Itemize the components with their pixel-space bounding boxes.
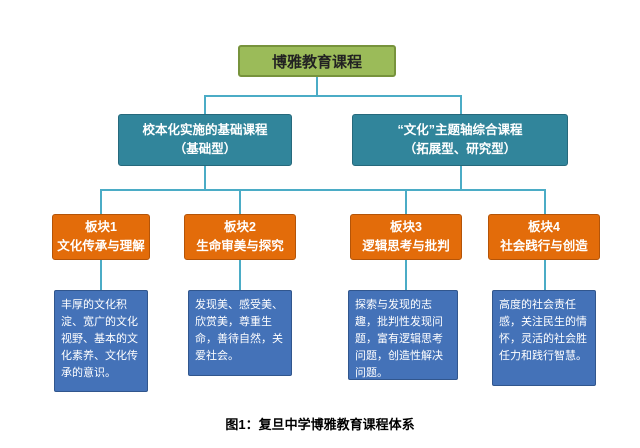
module-3-description-node: 探索与发现的志趣，批判性发现问题，富有逻辑思考问题，创造性解决问题。 [348, 290, 458, 380]
module-1-description-node: 丰厚的文化积淀、宽广的文化视野、基本的文化素养、文化传承的意识。 [54, 290, 148, 392]
connector-module-3-down [405, 260, 407, 290]
connector-to-module-2 [239, 190, 241, 214]
connector-rail-modules [100, 189, 546, 191]
culture-theme-line2: （拓展型、研究型） [403, 142, 517, 156]
culture-theme-course-node: “文化”主题轴综合课程 （拓展型、研究型） [352, 114, 568, 166]
module-2-description: 发现美、感受美、欣赏美，尊重生命，善待自然，关爱社会。 [195, 299, 283, 363]
module-3-node: 板块3 逻辑思考与批判 [350, 214, 462, 260]
basic-course-node: 校本化实施的基础课程 （基础型） [118, 114, 292, 166]
culture-theme-line1: “文化”主题轴综合课程 [397, 122, 523, 137]
connector-to-module-3 [405, 190, 407, 214]
connector-to-level2-right [460, 96, 462, 114]
basic-course-line1: 校本化实施的基础课程 [142, 122, 268, 137]
module-3-subtitle: 逻辑思考与批判 [362, 239, 450, 253]
module-2-subtitle: 生命审美与探究 [196, 239, 284, 253]
module-1-subtitle: 文化传承与理解 [57, 239, 145, 253]
module-2-description-node: 发现美、感受美、欣赏美，尊重生命，善待自然，关爱社会。 [188, 290, 292, 376]
root-node-label: 博雅教育课程 [271, 53, 362, 71]
module-4-description-node: 高度的社会责任感，关注民生的情怀，灵活的社会胜任力和践行智慧。 [492, 290, 596, 386]
module-2-node: 板块2 生命审美与探究 [184, 214, 296, 260]
connector-to-level2-left [204, 96, 206, 114]
module-3-title: 板块3 [390, 220, 422, 235]
connector-to-module-1 [100, 190, 102, 214]
module-2-title: 板块2 [224, 220, 256, 235]
module-4-node: 板块4 社会践行与创造 [488, 214, 600, 260]
module-1-title: 板块1 [85, 220, 117, 235]
module-1-node: 板块1 文化传承与理解 [52, 214, 150, 260]
module-4-description: 高度的社会责任感，关注民生的情怀，灵活的社会胜任力和践行智慧。 [499, 299, 587, 363]
connector-level2-right-down [460, 166, 462, 190]
connector-level2-left-down [204, 166, 206, 190]
root-node: 博雅教育课程 [238, 45, 396, 77]
connector-module-2-down [239, 260, 241, 290]
figure-caption: 图1：复旦中学博雅教育课程体系 [225, 417, 415, 432]
connector-to-module-4 [544, 190, 546, 214]
module-1-description: 丰厚的文化积淀、宽广的文化视野、基本的文化素养、文化传承的意识。 [61, 299, 138, 380]
module-4-subtitle: 社会践行与创造 [500, 239, 588, 253]
module-4-title: 板块4 [528, 220, 560, 235]
basic-course-line2: （基础型） [173, 142, 237, 156]
connector-module-4-down [544, 260, 546, 290]
connector-rail-level2 [204, 95, 462, 97]
connector-module-1-down [100, 260, 102, 290]
module-3-description: 探索与发现的志趣，批判性发现问题，富有逻辑思考问题，创造性解决问题。 [355, 299, 443, 380]
connector-root-down [316, 77, 318, 96]
